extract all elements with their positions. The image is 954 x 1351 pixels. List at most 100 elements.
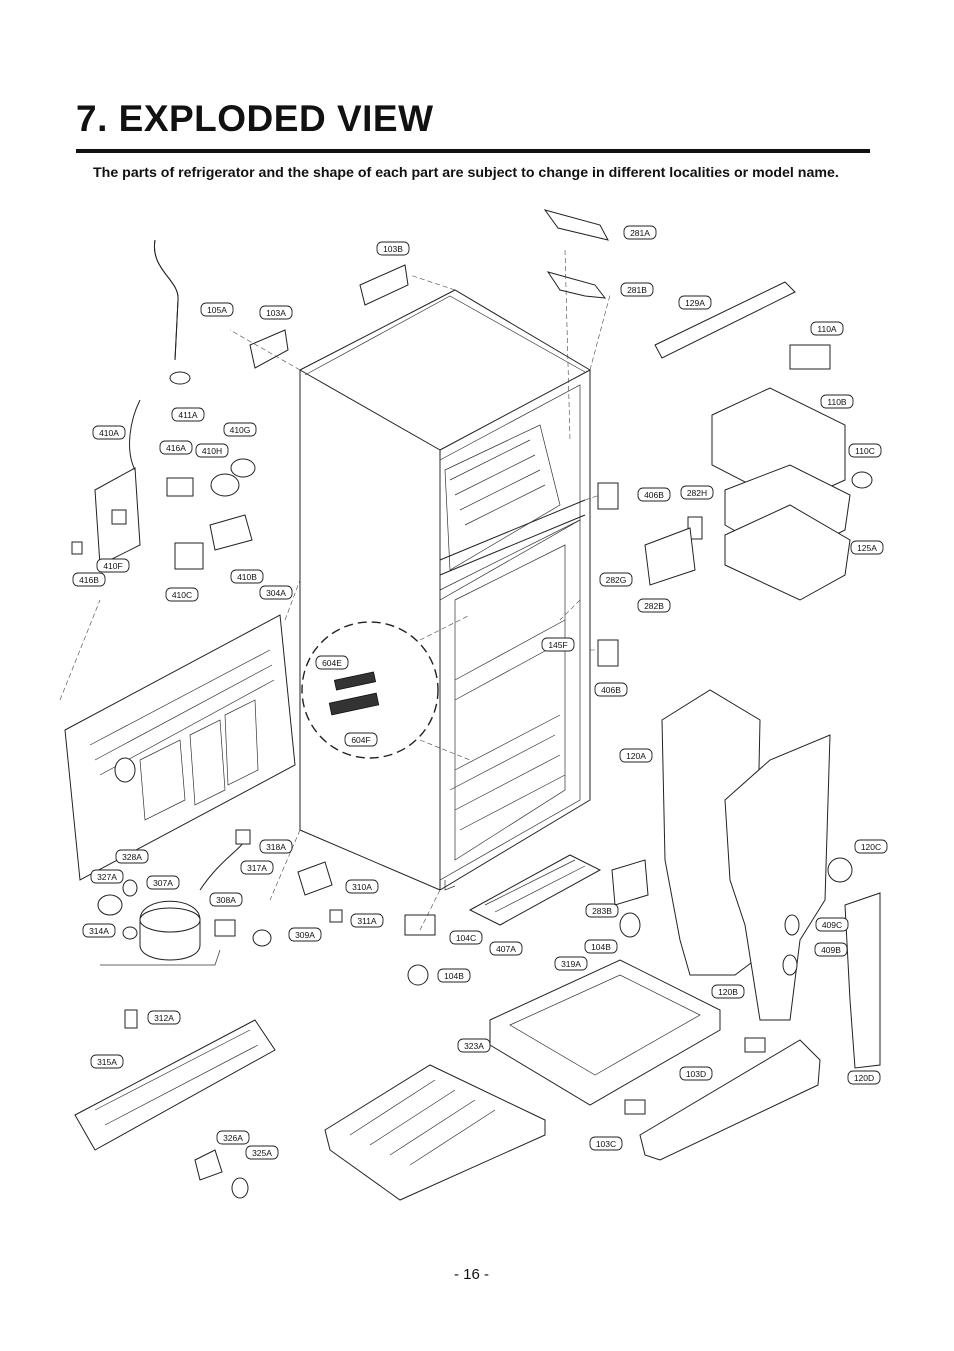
label-410H: 410H xyxy=(195,443,229,458)
label-311A: 311A xyxy=(350,913,384,928)
label-315A: 315A xyxy=(90,1054,124,1069)
svg-text:129A: 129A xyxy=(685,298,705,308)
svg-text:416A: 416A xyxy=(166,443,186,453)
hinge-281B xyxy=(546,271,607,299)
part-318A xyxy=(235,829,251,845)
svg-text:281B: 281B xyxy=(627,285,647,295)
label-281B: 281B xyxy=(620,282,654,297)
part-104B-right xyxy=(619,912,641,938)
svg-text:309A: 309A xyxy=(295,930,315,940)
part-416A-block xyxy=(166,477,194,497)
svg-text:312A: 312A xyxy=(154,1013,174,1023)
hinge-282G xyxy=(644,527,696,586)
label-409B: 409B xyxy=(814,942,848,957)
label-282B: 282B xyxy=(637,598,671,613)
base-315A xyxy=(74,1019,276,1151)
svg-text:103B: 103B xyxy=(383,244,403,254)
hinge-103A xyxy=(249,329,289,369)
door-103D-103C xyxy=(639,1039,821,1161)
page-title: 7. EXPLODED VIEW xyxy=(76,98,434,139)
hinge-103B xyxy=(359,264,409,306)
svg-text:319A: 319A xyxy=(561,959,581,969)
cover-120A xyxy=(661,689,761,976)
label-406B-lower: 406B xyxy=(594,682,628,697)
machine-cover-304A xyxy=(64,614,296,881)
label-314A: 314A xyxy=(82,923,116,938)
part-311A xyxy=(329,909,343,923)
label-282H: 282H xyxy=(680,485,714,500)
label-103C: 103C xyxy=(589,1136,623,1151)
label-410F: 410F xyxy=(96,558,130,573)
part-317A xyxy=(199,839,246,891)
part-104B-left xyxy=(407,964,429,986)
part-409B xyxy=(782,954,798,976)
label-318A: 318A xyxy=(259,839,293,854)
label-110A: 110A xyxy=(810,321,844,336)
svg-text:406B: 406B xyxy=(644,490,664,500)
svg-text:103C: 103C xyxy=(596,1139,616,1149)
clip-326A xyxy=(194,1149,223,1181)
svg-text:281A: 281A xyxy=(630,228,650,238)
title-rule xyxy=(76,149,870,153)
bracket-410A xyxy=(94,399,141,566)
svg-text:604F: 604F xyxy=(351,735,370,745)
label-310A: 310A xyxy=(345,879,379,894)
svg-text:315A: 315A xyxy=(97,1057,117,1067)
drain-pan-323A xyxy=(324,1064,546,1201)
label-309A: 309A xyxy=(288,927,322,942)
svg-text:308A: 308A xyxy=(216,895,236,905)
cover-281A xyxy=(543,209,609,241)
part-410B-clip xyxy=(209,514,253,551)
part-416B xyxy=(71,541,83,555)
svg-text:318A: 318A xyxy=(266,842,286,852)
detail-circle-604 xyxy=(301,614,471,761)
part-325A xyxy=(231,1177,249,1199)
part-410H-cap xyxy=(210,473,240,497)
label-319A: 319A xyxy=(554,956,588,971)
svg-text:110B: 110B xyxy=(827,397,847,407)
label-604F: 604F xyxy=(344,732,378,747)
svg-text:125A: 125A xyxy=(857,543,877,553)
svg-text:410C: 410C xyxy=(172,590,192,600)
label-129A: 129A xyxy=(678,295,712,310)
label-317A: 317A xyxy=(240,860,274,875)
label-416A: 416A xyxy=(159,440,193,455)
label-410C: 410C xyxy=(165,587,199,602)
svg-text:282G: 282G xyxy=(606,575,627,585)
ice-bin-125A-lower xyxy=(724,504,851,601)
svg-text:120C: 120C xyxy=(861,842,881,852)
part-283B xyxy=(611,859,649,906)
svg-text:103A: 103A xyxy=(266,308,286,318)
svg-text:323A: 323A xyxy=(464,1041,484,1051)
svg-text:310A: 310A xyxy=(352,882,372,892)
label-323A: 323A xyxy=(457,1038,491,1053)
label-307A: 307A xyxy=(146,875,180,890)
svg-text:104B: 104B xyxy=(444,971,464,981)
label-120D: 120D xyxy=(847,1070,881,1085)
label-304A: 304A xyxy=(259,585,293,600)
label-103A: 103A xyxy=(259,305,293,320)
part-309A xyxy=(252,929,272,947)
bracket-407A xyxy=(468,854,602,926)
part-406B-lower xyxy=(597,639,619,667)
svg-text:604E: 604E xyxy=(322,658,342,668)
label-104B-left: 104B xyxy=(437,968,471,983)
svg-text:410G: 410G xyxy=(230,425,251,435)
refrigerator-cabinet xyxy=(299,289,591,891)
svg-text:410B: 410B xyxy=(237,572,257,582)
label-104C: 104C xyxy=(449,930,483,945)
svg-text:145F: 145F xyxy=(548,640,567,650)
cover-120B xyxy=(724,734,831,1021)
svg-text:282B: 282B xyxy=(644,601,664,611)
label-308A: 308A xyxy=(209,892,243,907)
part-409C xyxy=(784,914,800,936)
label-120B: 120B xyxy=(711,984,745,999)
label-120A: 120A xyxy=(619,748,653,763)
svg-text:409C: 409C xyxy=(822,920,842,930)
label-312A: 312A xyxy=(147,1010,181,1025)
svg-text:416B: 416B xyxy=(79,575,99,585)
part-406B-upper xyxy=(597,482,619,510)
label-282G: 282G xyxy=(599,572,633,587)
label-416B: 416B xyxy=(72,572,106,587)
